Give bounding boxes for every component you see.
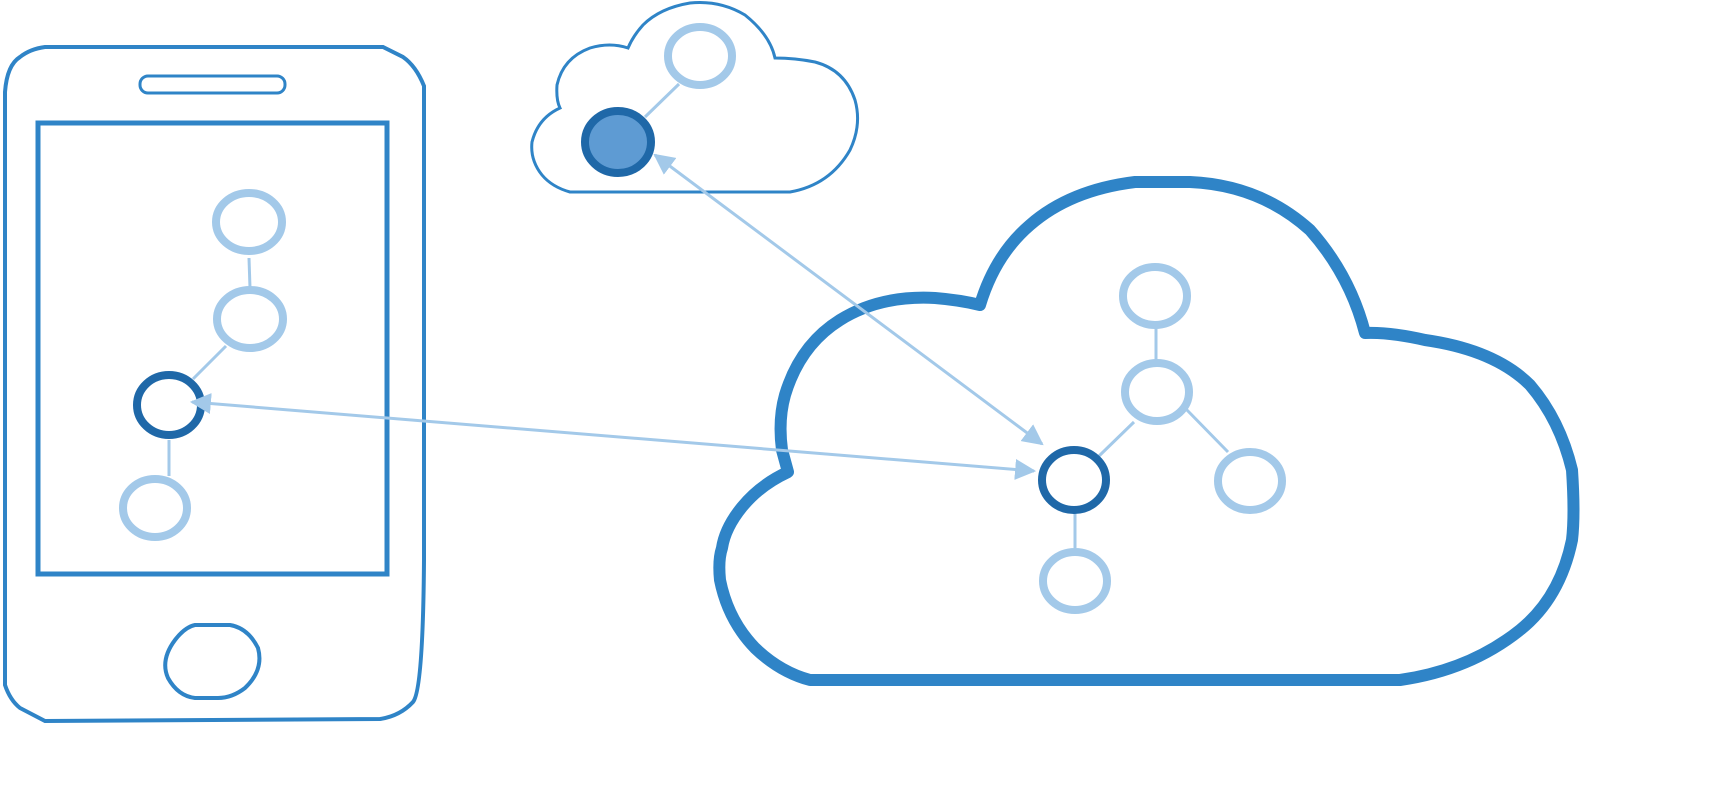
edge (191, 344, 228, 381)
edge (1183, 406, 1230, 454)
edge (247, 257, 252, 289)
phone-graph (167, 257, 252, 476)
node-primary (133, 371, 205, 439)
phone-home-button (163, 623, 262, 700)
node-secondary (119, 475, 191, 541)
node-secondary (1121, 359, 1193, 425)
sync-arrow-phone-cloud (189, 393, 1037, 480)
smartphone-icon (3, 45, 426, 724)
phone-body (3, 45, 426, 724)
node-secondary (1119, 263, 1191, 329)
phone-speaker (138, 74, 287, 95)
node-primary (1038, 446, 1110, 514)
sync-arrow-cloud-cloud (653, 153, 1044, 446)
cloud-icon-small (530, 1, 860, 194)
node-secondary (1039, 548, 1111, 614)
node-secondary (213, 286, 287, 352)
node-secondary (212, 189, 286, 255)
node-secondary (1214, 448, 1286, 514)
node-primary-active (581, 107, 655, 177)
edge (643, 82, 681, 119)
phone-screen (35, 120, 390, 577)
edge (1097, 420, 1136, 458)
node-secondary (664, 23, 736, 89)
cloud-icon-large (713, 176, 1580, 686)
